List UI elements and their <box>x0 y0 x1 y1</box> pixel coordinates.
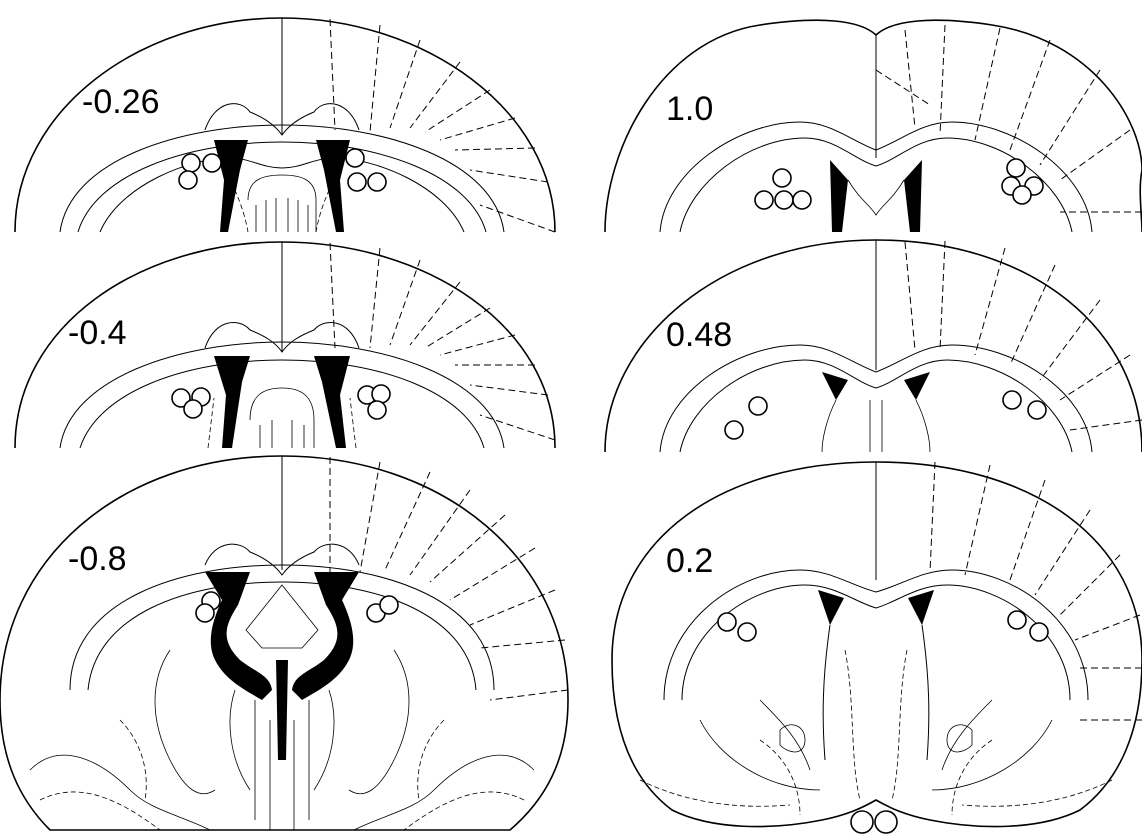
brain-section-minus-0-8 <box>0 456 568 830</box>
brain-section-0-2 <box>612 462 1142 833</box>
section-label-minus-0-8: -0.8 <box>68 542 127 576</box>
brain-section-minus-0-26 <box>15 18 555 232</box>
section-label-0-48: 0.48 <box>666 318 732 352</box>
section-label-0-2: 0.2 <box>666 544 713 578</box>
section-label-minus-0-4: -0.4 <box>68 316 127 350</box>
section-label-minus-0-26: -0.26 <box>82 85 160 119</box>
section-label-1-0: 1.0 <box>666 92 713 126</box>
